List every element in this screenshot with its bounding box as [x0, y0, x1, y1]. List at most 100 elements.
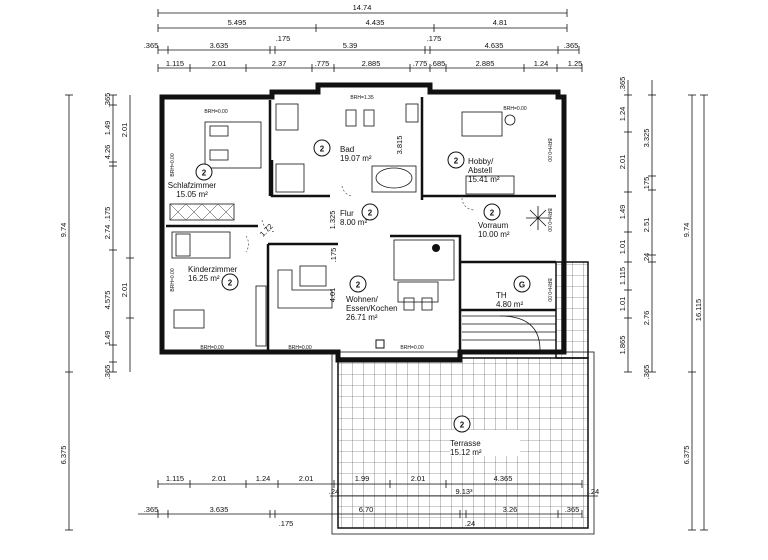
- dim-bottom-2-c: .24: [589, 487, 599, 496]
- dim-top-4-i: 1.24: [534, 59, 549, 68]
- room-name: Bad: [340, 145, 354, 154]
- room-name: TH: [496, 291, 507, 300]
- room-name: Schlafzimmer: [168, 181, 217, 190]
- dim-right-9: 1.115: [618, 267, 627, 285]
- dim-top-3-d: 5.39: [343, 41, 358, 50]
- room-number-circle: [361, 203, 379, 221]
- brh-vert-2: BRH=0.00: [170, 268, 176, 291]
- room-number: 2: [320, 145, 325, 154]
- room-name: Flur: [340, 209, 354, 218]
- dim-top-4-h: 2.885: [476, 59, 495, 68]
- dim-left-2: 1.49: [103, 121, 112, 136]
- dim-bottom-1-g: 4.365: [494, 474, 513, 483]
- dim-bottom-3-c: .175: [279, 519, 294, 528]
- room-area: 15.12 m²: [450, 448, 482, 457]
- dim-top-4-d: .775: [315, 59, 330, 68]
- dim-bottom-3-e: .24: [465, 519, 475, 528]
- room-number-circle: [195, 163, 213, 181]
- brh-label-3: BRH=0.00: [503, 106, 526, 112]
- dim-bottom-1-f: 2.01: [411, 474, 426, 483]
- right-dimension-chains: .365 1.24 2.01 3.325 .175 1.49 1.01 2.51…: [618, 77, 708, 531]
- room-name: Wohnen/: [346, 295, 379, 304]
- dim-top-3-e: .175: [427, 34, 442, 43]
- room-name: Essen/Kochen: [346, 304, 398, 313]
- dim-left-8: .365: [103, 365, 112, 380]
- dim-bottom-1-b: 2.01: [212, 474, 227, 483]
- room-number: 2: [490, 209, 495, 218]
- room-area: 19.07 m²: [340, 154, 372, 163]
- door-swings: [245, 185, 475, 253]
- brh-label-4: BRH=0.00: [200, 345, 223, 351]
- brh-vert-5: BRH=0.00: [546, 278, 552, 301]
- dim-left-7: 1.49: [103, 331, 112, 346]
- window-sill-labels: BRH=0.00 BRH=1.35 BRH=0.00 BRH=0.00 BRH=…: [170, 95, 552, 351]
- dim-top-2-c: 4.81: [493, 18, 508, 27]
- dim-top-4-f: .775: [413, 59, 428, 68]
- dim-bottom-1-c: 1.24: [256, 474, 271, 483]
- bottom-dimension-chains: 1.115 2.01 1.24 2.01 1.99 2.01 4.365 .24…: [138, 474, 599, 528]
- dim-left-outer-a: 9.74: [59, 223, 68, 238]
- left-dimension-chains: 9.74 6.375 .365 1.49 4.26 .175 2.74 4.57…: [59, 93, 134, 531]
- dim-right-outer-a: 9.74: [682, 223, 691, 238]
- dim-top-4-b: 2.01: [212, 59, 227, 68]
- room-name: Hobby/: [468, 157, 494, 166]
- dim-bottom-1-d: 2.01: [299, 474, 314, 483]
- room-area: 15.41 m²: [468, 175, 500, 184]
- dim-left-mid-b: 2.01: [120, 283, 129, 298]
- interior-dim-small: .175: [329, 248, 338, 263]
- dim-left-5: 2.74: [103, 225, 112, 240]
- brh-label-1: BRH=0.00: [204, 109, 227, 115]
- dim-bottom-3-d: 6.70: [359, 505, 374, 514]
- room-area: 8.00 m²: [340, 218, 367, 227]
- room-area: 16.25 m²: [188, 274, 220, 283]
- room-number-circle: [447, 151, 465, 169]
- dim-right-1: .365: [618, 77, 627, 92]
- dim-top-4-g: .685: [431, 59, 446, 68]
- room-area: 15.05 m²: [176, 190, 208, 199]
- room-number-circle: [453, 415, 471, 433]
- dim-right-3: 2.01: [618, 155, 627, 170]
- dim-top-4-a: 1.115: [166, 59, 184, 68]
- room-number-circle: [221, 273, 239, 291]
- room-number: 2: [368, 209, 373, 218]
- dim-bottom-3-b: 3.635: [210, 505, 229, 514]
- dim-right-14: .365: [642, 365, 651, 380]
- dim-right-6: 1.49: [618, 205, 627, 220]
- dim-left-4: .175: [103, 207, 112, 222]
- room-name: Abstell: [468, 166, 492, 175]
- interior-dim-bath: 3.815: [395, 136, 404, 155]
- dim-left-1: .365: [103, 93, 112, 108]
- interior-dimensions: 3.815 1.325 4.01 1.72 .175: [258, 136, 404, 303]
- dim-right-10: .24: [642, 253, 651, 263]
- dim-total-width: 14.74: [353, 3, 372, 12]
- room-number-circle: [349, 275, 367, 293]
- dim-right-8: 2.51: [642, 218, 651, 233]
- dim-right-outer-c: 6.375: [682, 446, 691, 465]
- room-number-circle: [483, 203, 501, 221]
- room-number: 2: [356, 281, 361, 290]
- dim-top-2-a: 5.495: [228, 18, 247, 27]
- dim-right-7: 1.01: [618, 240, 627, 255]
- room-area: 10.00 m²: [478, 230, 510, 239]
- dim-left-outer-b: 6.375: [59, 446, 68, 465]
- room-name: Kinderzimmer: [188, 265, 238, 274]
- dim-top-3-c: .175: [276, 34, 291, 43]
- terrace: [331, 261, 595, 535]
- brh-label-6: BRH=0.00: [400, 345, 423, 351]
- dim-top-4-j: 1.25: [568, 59, 583, 68]
- dim-bottom-3-f: 3.26: [503, 505, 518, 514]
- room-number: 2: [454, 157, 459, 166]
- dim-left-mid-a: 2.01: [120, 123, 129, 138]
- dim-top-3-g: .365: [564, 41, 579, 50]
- dim-top-4-e: 2.885: [362, 59, 381, 68]
- dim-bottom-1-e: 1.99: [355, 474, 370, 483]
- dim-bottom-3-g: .365: [565, 505, 580, 514]
- room-name: Vorraum: [478, 221, 509, 230]
